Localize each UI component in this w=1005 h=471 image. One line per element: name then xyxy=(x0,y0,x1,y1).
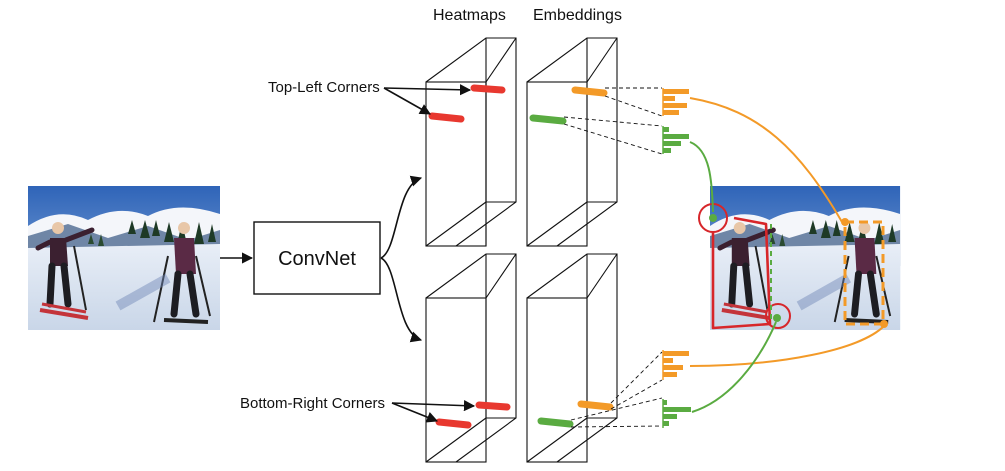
top-left-heat-marker-1 xyxy=(470,84,506,94)
input-photo xyxy=(28,186,220,330)
bottom-right-heat-marker-1 xyxy=(475,401,511,411)
bottom-orange-dot xyxy=(880,320,888,328)
top-left-arrow-1 xyxy=(383,84,472,96)
top-heatmap-volume xyxy=(425,37,517,247)
top-left-corners-label: Top-Left Corners xyxy=(268,79,380,96)
top-embed-orange-marker xyxy=(571,86,608,97)
top-green-embedding-bars xyxy=(663,127,689,153)
bottom-orange-connector xyxy=(689,325,885,367)
top-embed-green-marker xyxy=(529,114,567,125)
convnet-to-bottom-arrow xyxy=(380,257,423,343)
bottom-right-arrow-2 xyxy=(391,402,439,423)
bottom-embed-orange-marker xyxy=(577,400,614,411)
top-green-dot xyxy=(709,214,717,222)
top-orange-connector xyxy=(689,97,843,223)
bottom-green-connector xyxy=(691,321,777,413)
top-left-arrow-2 xyxy=(383,87,431,115)
bottom-embedding-volume xyxy=(526,253,618,463)
bottom-green-embedding-bars xyxy=(663,400,691,426)
bottom-right-corners-label: Bottom-Right Corners xyxy=(240,395,385,412)
top-left-heat-marker-2 xyxy=(428,112,465,123)
top-orange-dot xyxy=(841,218,849,226)
embeddings-heading: Embeddings xyxy=(533,7,622,24)
convnet-label: ConvNet xyxy=(278,248,356,270)
bottom-right-arrow-1 xyxy=(391,400,476,412)
bottom-projection-lines xyxy=(570,351,663,428)
top-projection-lines xyxy=(563,87,663,155)
bottom-orange-embedding-bars xyxy=(663,351,689,377)
heatmaps-heading: Heatmaps xyxy=(433,7,506,24)
bottom-embed-green-marker xyxy=(537,417,574,428)
top-green-connector xyxy=(689,141,714,213)
bottom-right-heat-marker-2 xyxy=(435,418,472,429)
convnet-to-top-arrow xyxy=(380,175,423,259)
top-orange-embedding-bars xyxy=(663,89,689,115)
red-bottom-right-circle xyxy=(765,303,791,329)
bottom-green-dot xyxy=(773,314,781,322)
output-photo xyxy=(710,186,900,330)
convnet-box xyxy=(253,221,381,295)
bottom-heatmap-volume xyxy=(425,253,517,463)
top-embedding-volume xyxy=(526,37,618,247)
orange-bounding-box xyxy=(843,220,885,326)
